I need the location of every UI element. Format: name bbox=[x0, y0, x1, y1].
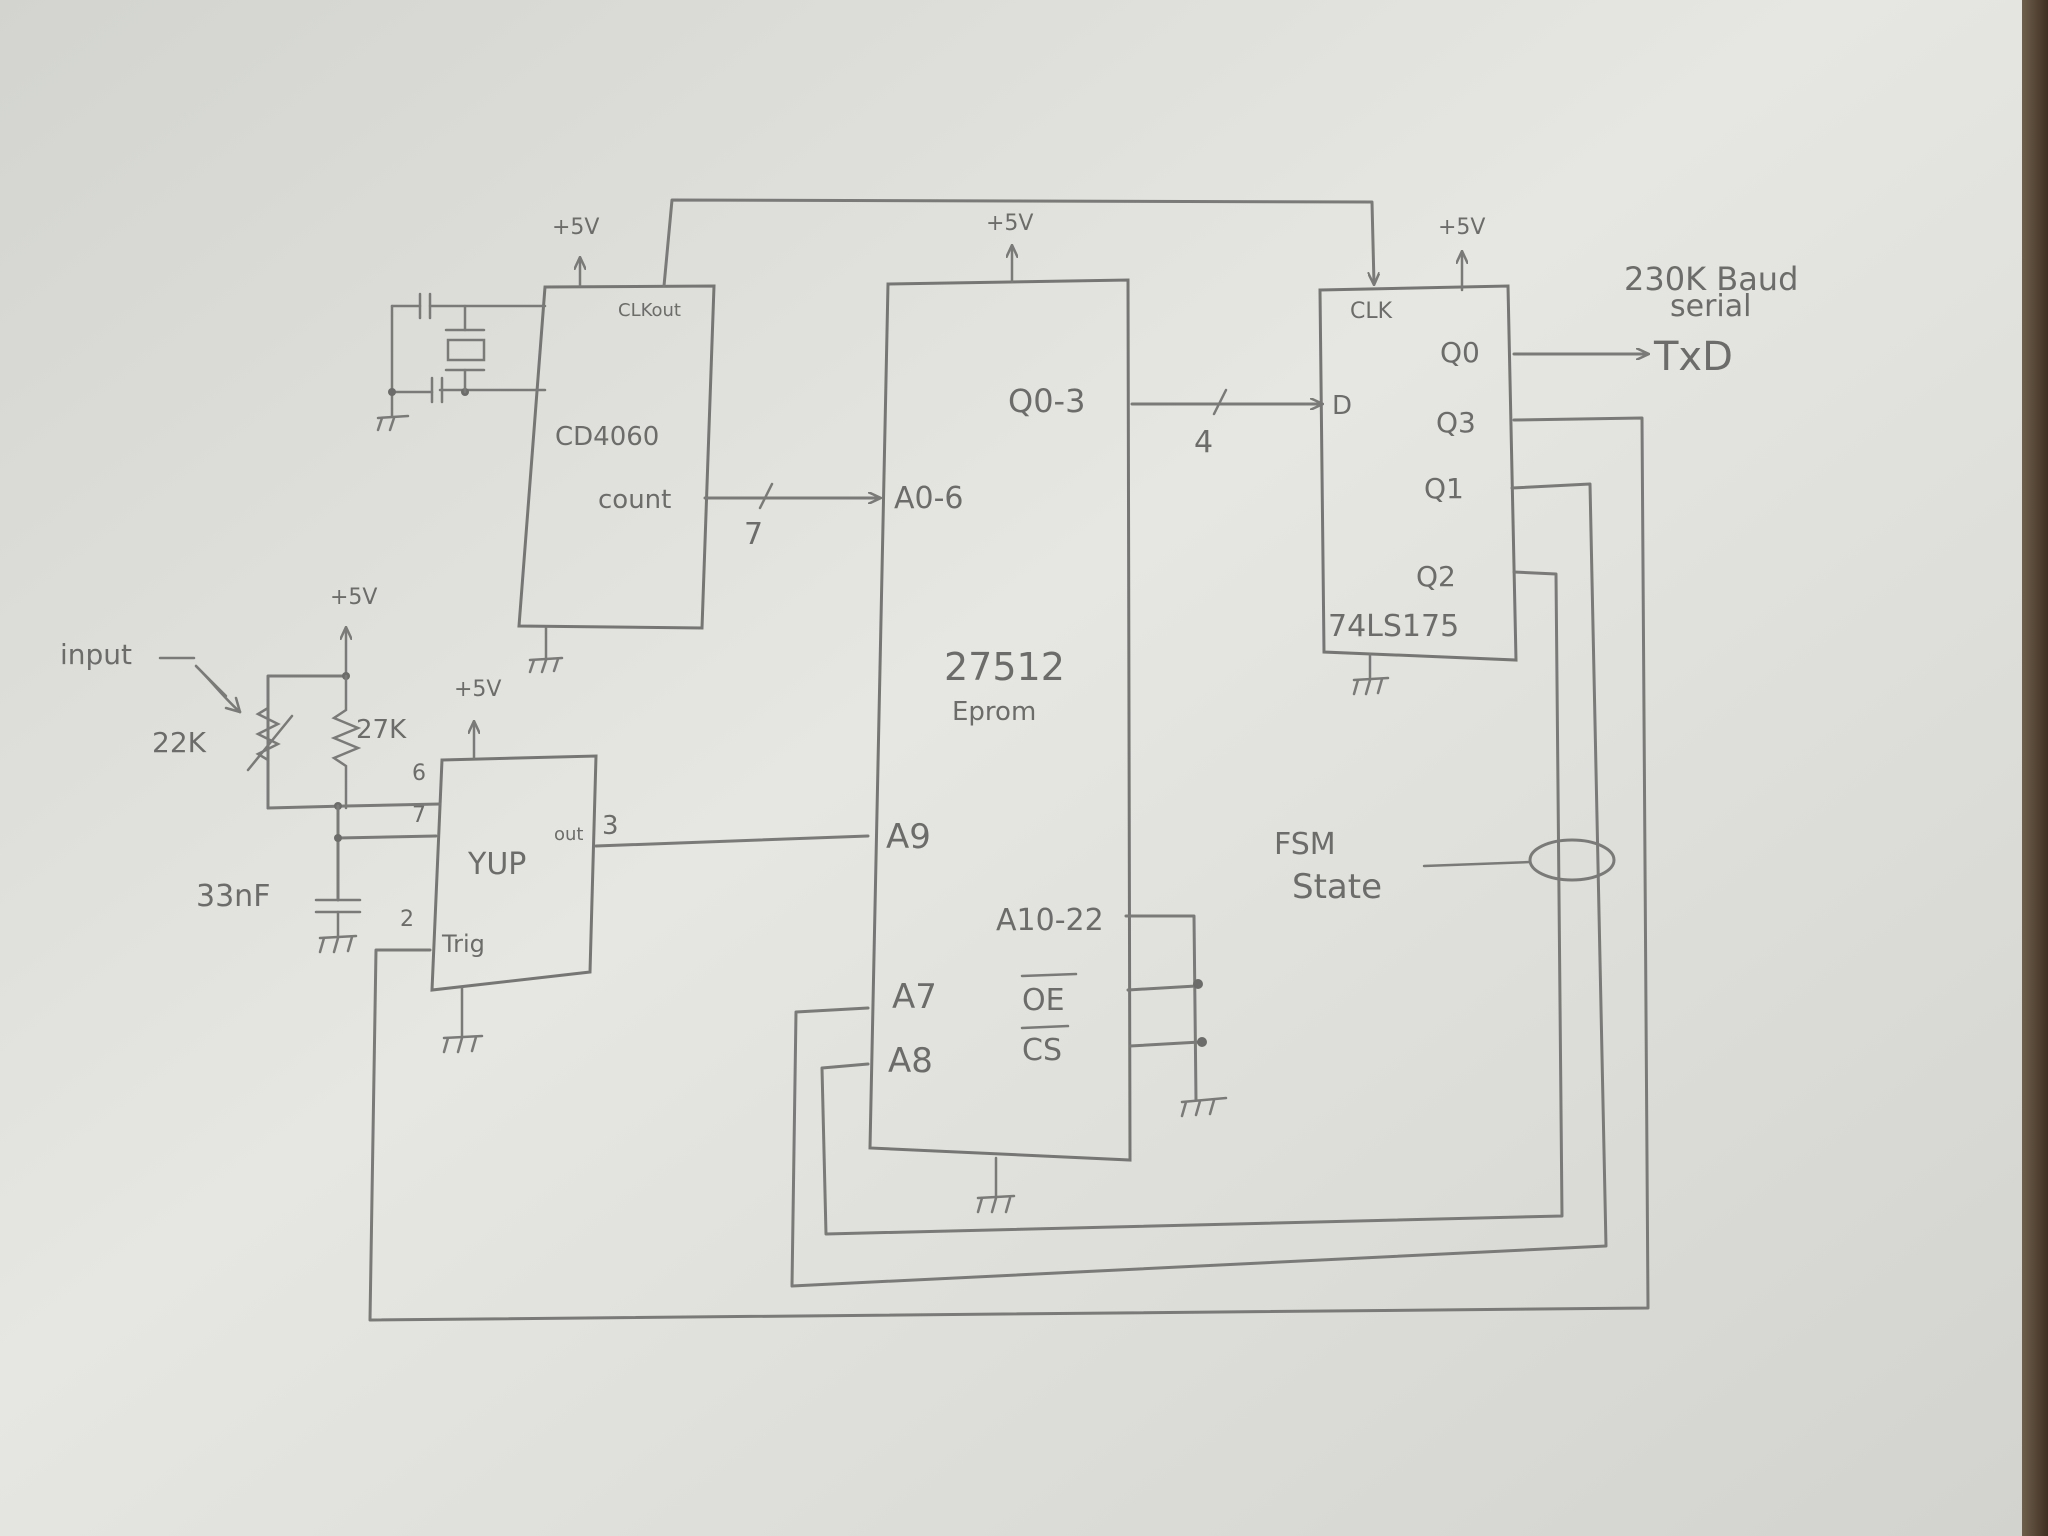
timer-name: YUP bbox=[467, 847, 526, 882]
latch-q2-pin: Q2 bbox=[1416, 560, 1456, 593]
q1-feedback-wire bbox=[790, 482, 1608, 1288]
rc-network: +5V input 22K 27K 33nF bbox=[60, 585, 442, 954]
fsm-bus-ellipse bbox=[1528, 838, 1616, 882]
rc-power-label: +5V bbox=[330, 585, 377, 610]
timer-trig-pin: Trig bbox=[441, 930, 485, 958]
input-label: input bbox=[60, 638, 132, 671]
eprom-chip: 27512 Eprom Q0-3 A0-6 A9 A10-22 A7 A8 OE… bbox=[868, 211, 1228, 1214]
capacitor-value-label: 33nF bbox=[196, 879, 270, 914]
eprom-a-low-pins: A0-6 bbox=[894, 481, 964, 516]
eprom-power-label: +5V bbox=[986, 211, 1033, 236]
latch-power-label: +5V bbox=[1438, 215, 1485, 240]
data-bus-width: 4 bbox=[1194, 425, 1213, 460]
latch-name: 74LS175 bbox=[1328, 609, 1459, 644]
count-bus-width: 7 bbox=[744, 517, 763, 552]
q2-feedback-wire bbox=[820, 570, 1564, 1236]
timer-chip: YUP out Trig 6 7 2 3 +5V bbox=[400, 677, 619, 1054]
latch-clk-pin: CLK bbox=[1350, 299, 1393, 324]
txd-label: TxD bbox=[1653, 334, 1733, 380]
latch-q1-pin: Q1 bbox=[1424, 472, 1464, 505]
fsm-label: FSM bbox=[1274, 827, 1336, 862]
clock-wire bbox=[662, 198, 1374, 288]
timer-out-pin: out bbox=[554, 824, 583, 845]
latch-chip: CLK D Q0 Q3 Q1 Q2 74LS175 +5V bbox=[1318, 215, 1518, 696]
eprom-subtitle: Eprom bbox=[952, 697, 1036, 727]
crystal-circuit bbox=[376, 292, 547, 432]
resistor-value-label: 27K bbox=[356, 715, 407, 745]
pot-value-label: 22K bbox=[152, 726, 207, 759]
q3-feedback-wire bbox=[368, 416, 1650, 1322]
timer-out-wire bbox=[594, 834, 870, 848]
desk-edge bbox=[2022, 0, 2048, 1536]
baud-rate-label: 230K Baud bbox=[1624, 260, 1798, 298]
cd4060-count-pin: count bbox=[598, 485, 671, 515]
eprom-cs-pin: CS bbox=[1022, 1033, 1062, 1068]
timer-pin-3: 3 bbox=[602, 811, 619, 841]
cd4060-name: CD4060 bbox=[555, 422, 659, 452]
serial-label: serial bbox=[1670, 289, 1751, 324]
latch-q0-pin: Q0 bbox=[1440, 336, 1480, 369]
cd4060-chip: CD4060 CLKout count +5V bbox=[376, 215, 716, 674]
eprom-name: 27512 bbox=[944, 645, 1065, 689]
timer-pin-7: 7 bbox=[412, 803, 426, 828]
timer-power-label: +5V bbox=[454, 677, 501, 702]
fsm-state-label: State bbox=[1292, 867, 1382, 907]
eprom-a7-pin: A7 bbox=[892, 977, 937, 1017]
eprom-a9-pin: A9 bbox=[886, 817, 931, 857]
eprom-a8-pin: A8 bbox=[888, 1041, 933, 1081]
latch-d-pin: D bbox=[1332, 391, 1352, 421]
cd4060-clkout-pin: CLKout bbox=[618, 300, 681, 321]
eprom-q-pins: Q0-3 bbox=[1008, 382, 1085, 420]
latch-q3-pin: Q3 bbox=[1436, 406, 1476, 439]
eprom-a-high-pins: A10-22 bbox=[996, 903, 1104, 938]
timer-pin-6: 6 bbox=[412, 761, 426, 786]
eprom-oe-pin: OE bbox=[1022, 983, 1065, 1018]
cd4060-power-label: +5V bbox=[552, 215, 599, 240]
timer-pin-2: 2 bbox=[400, 907, 414, 932]
